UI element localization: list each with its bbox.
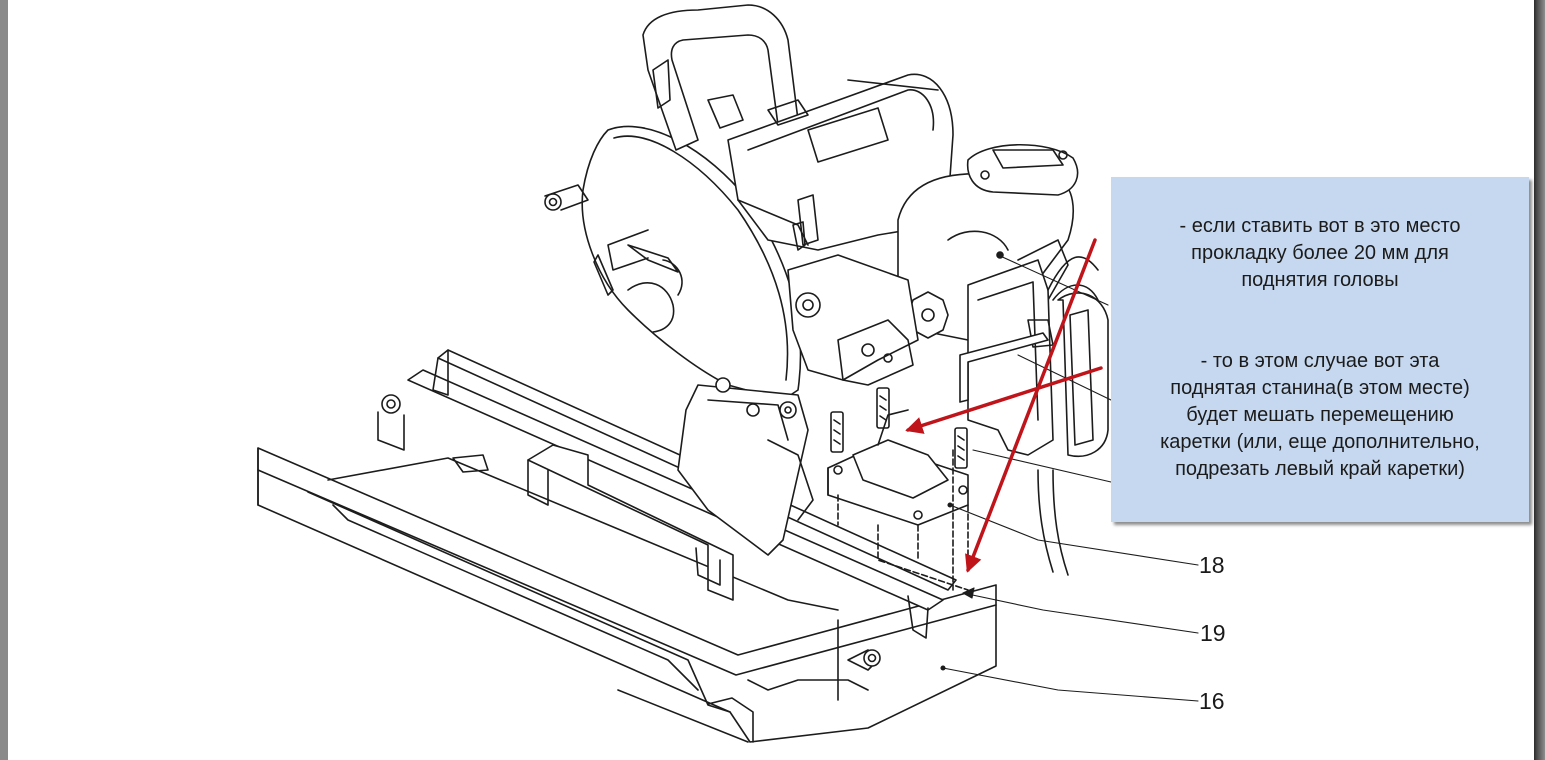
saw-diagram <box>257 4 1199 743</box>
pivot-arm <box>677 377 814 556</box>
document-page: - если ставить вот в это место прокладку… <box>8 0 1534 760</box>
raised-support-block <box>827 409 969 591</box>
motor-housing <box>727 73 954 251</box>
arrow-to-base <box>965 238 1097 573</box>
annotation-note: - если ставить вот в это место прокладку… <box>1111 177 1529 522</box>
callout-16: 16 <box>1199 688 1225 714</box>
arrow-to-block <box>905 366 1103 434</box>
handle <box>642 4 799 151</box>
annotation-paragraph-1: - если ставить вот в это место прокладку… <box>1179 215 1461 291</box>
red-arrows <box>905 238 1103 573</box>
page-edge-shadow <box>1534 0 1545 760</box>
adjust-knob <box>787 254 949 386</box>
annotation-paragraph-2: - то в этом случае вот эта поднятая стан… <box>1160 350 1480 480</box>
leader-lines <box>940 254 1199 702</box>
callout-18: 18 <box>1199 552 1225 578</box>
hex-key <box>959 332 1049 403</box>
callout-19: 19 <box>1200 620 1226 646</box>
carriage <box>452 444 734 601</box>
base-frame <box>257 447 997 743</box>
